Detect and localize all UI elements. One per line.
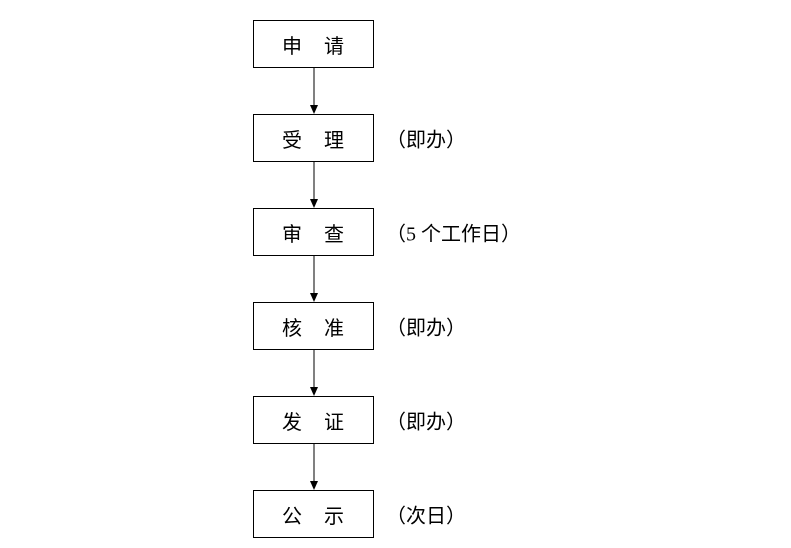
flow-step-accept: 受 理 （即办） <box>253 114 466 162</box>
flow-note-publicize: （次日） <box>386 505 466 528</box>
flow-box-approve: 核 准 <box>253 302 374 350</box>
flow-box-accept: 受 理 <box>253 114 374 162</box>
flow-box-review-label: 审 查 <box>282 223 345 246</box>
flow-box-approve-label: 核 准 <box>282 317 345 340</box>
flowchart-column: 申 请 受 理 （即办） 审 查 （5 个工作日） 核 准 （即办） <box>253 20 521 538</box>
flow-box-apply-label: 申 请 <box>282 35 345 58</box>
flow-note-accept: （即办） <box>386 129 466 152</box>
flow-box-publicize: 公 示 <box>253 490 374 538</box>
arrow-down-icon <box>253 444 374 490</box>
flow-box-apply: 申 请 <box>253 20 374 68</box>
arrow-down-icon <box>253 256 374 302</box>
arrow-down-icon <box>253 68 374 114</box>
flow-step-publicize: 公 示 （次日） <box>253 490 466 538</box>
flow-step-review: 审 查 （5 个工作日） <box>253 208 521 256</box>
flow-box-issue-label: 发 证 <box>282 411 345 434</box>
flow-step-apply: 申 请 <box>253 20 374 68</box>
arrow-down-icon <box>253 162 374 208</box>
flow-step-approve: 核 准 （即办） <box>253 302 466 350</box>
flow-note-review: （5 个工作日） <box>386 223 521 246</box>
flow-box-review: 审 查 <box>253 208 374 256</box>
flow-note-issue: （即办） <box>386 411 466 434</box>
flow-note-approve: （即办） <box>386 317 466 340</box>
flow-box-issue: 发 证 <box>253 396 374 444</box>
flow-box-publicize-label: 公 示 <box>282 505 345 528</box>
arrow-down-icon <box>253 350 374 396</box>
flow-step-issue: 发 证 （即办） <box>253 396 466 444</box>
flow-box-accept-label: 受 理 <box>282 129 345 152</box>
